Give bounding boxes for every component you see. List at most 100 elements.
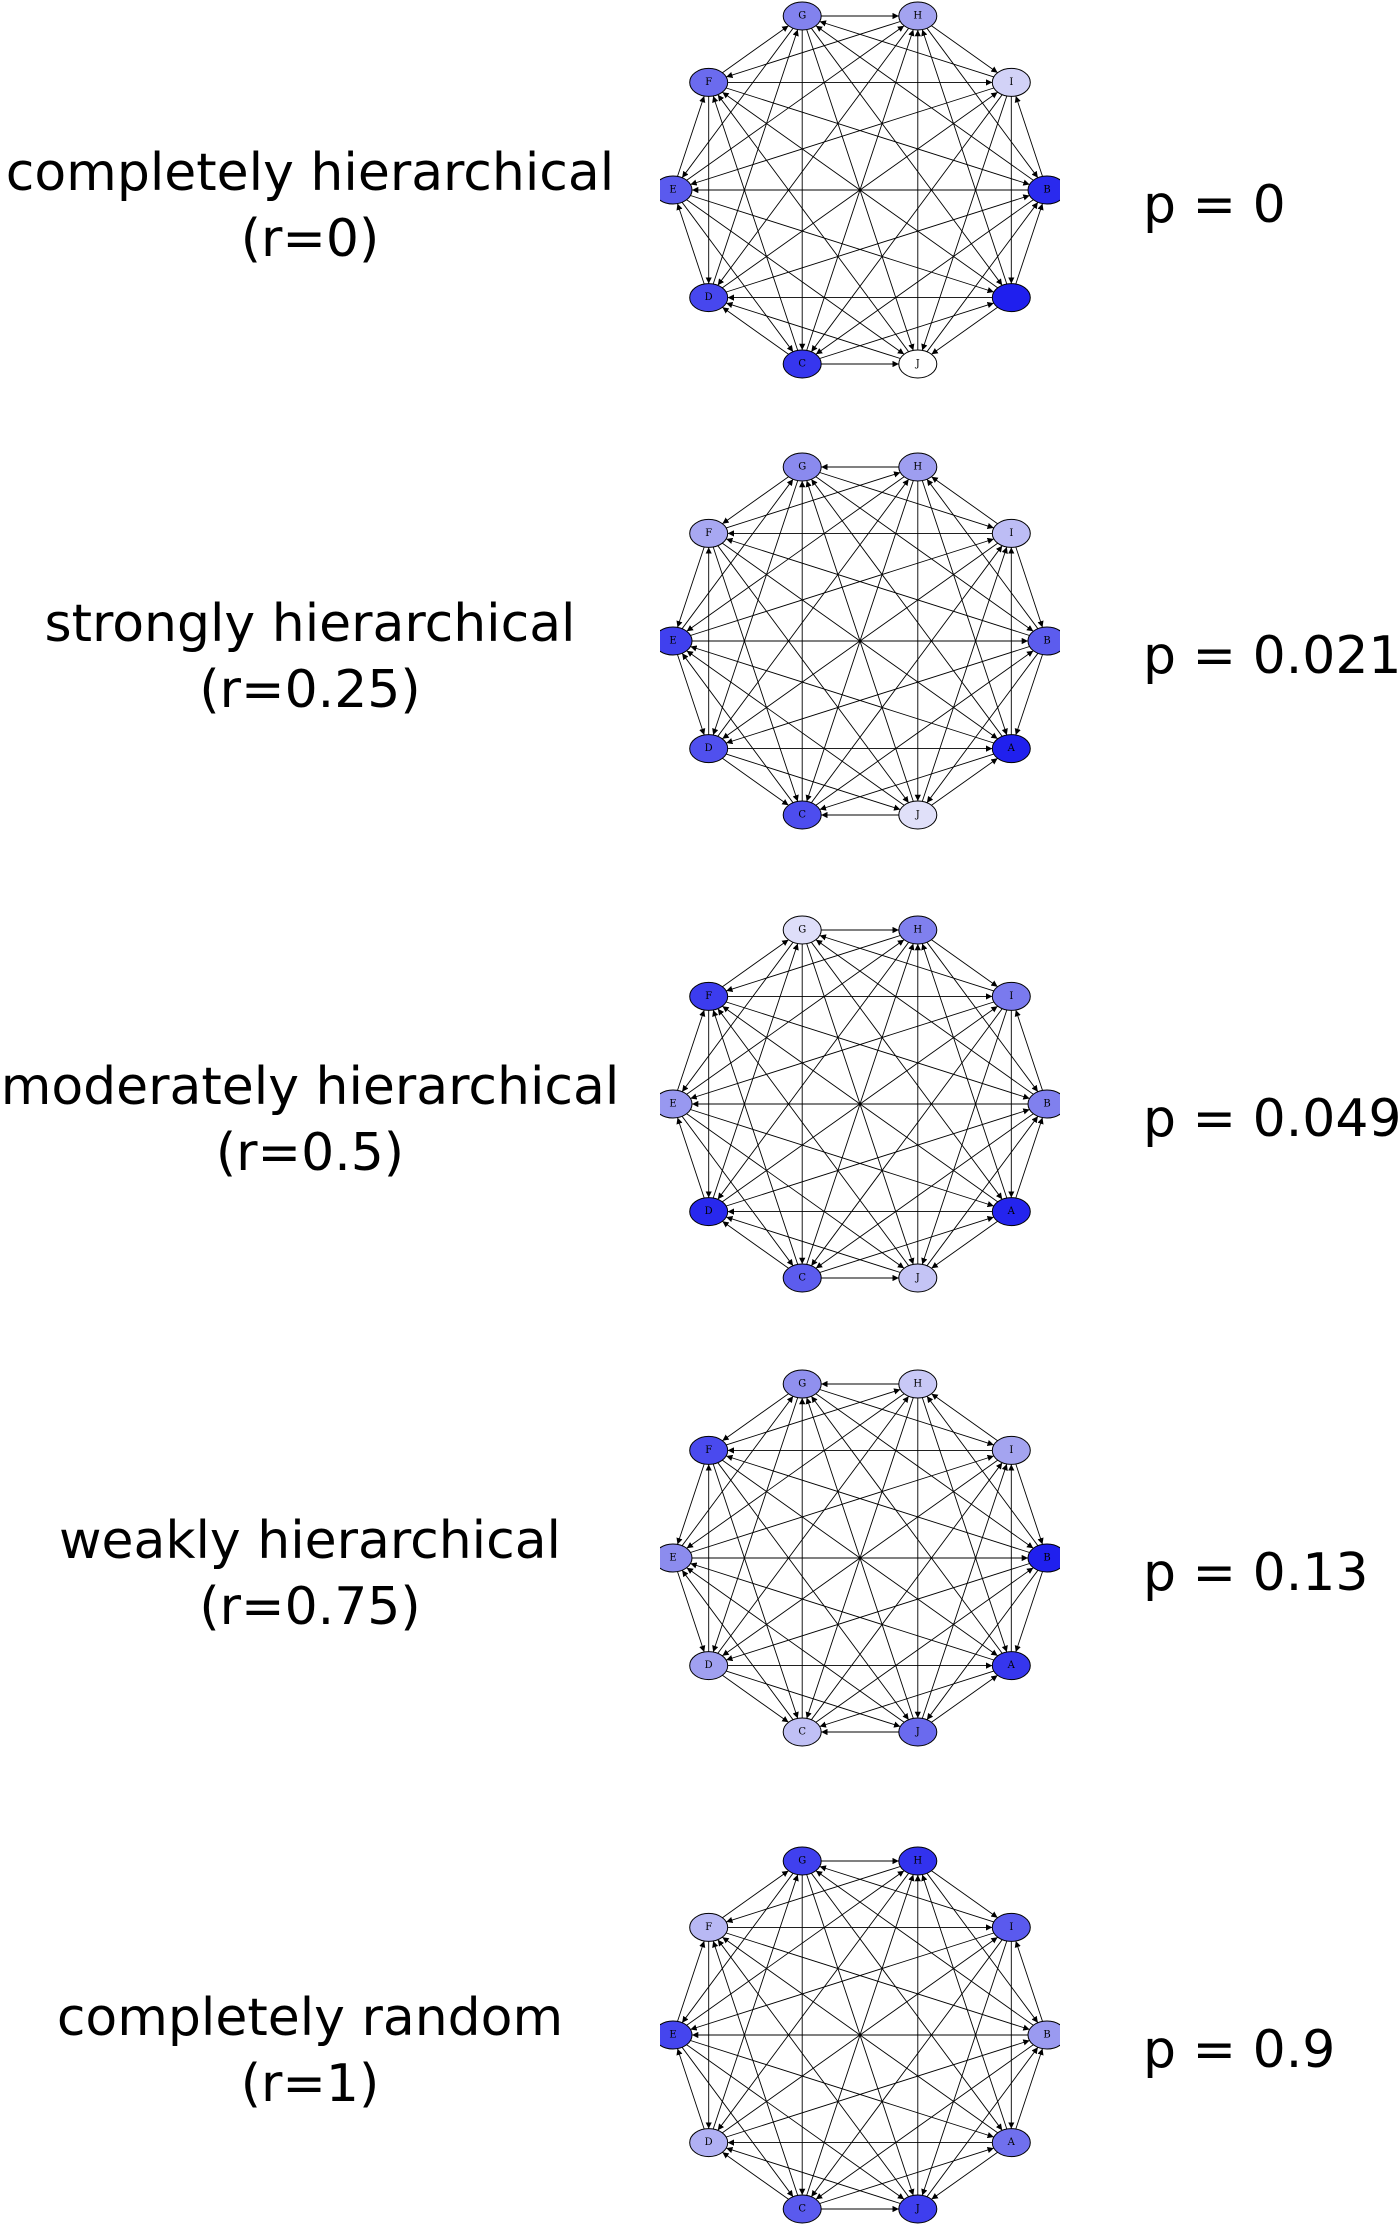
node-A: A: [991, 734, 1031, 764]
edge-I-G: [819, 20, 994, 78]
edge-H-I: [931, 25, 998, 74]
node-F: F: [689, 67, 729, 97]
edge-E-G: [681, 478, 794, 629]
node-F: F: [689, 1435, 729, 1465]
edge-I-C: [810, 94, 1003, 353]
p-value: p = 0.13: [1143, 1543, 1369, 1603]
edge-A-J: [931, 1220, 998, 1269]
edge-D-H: [717, 1395, 910, 1654]
edge-J-I: [921, 1463, 1008, 1719]
node-label: F: [705, 1922, 712, 1933]
node-label: H: [913, 462, 922, 473]
edge-I-J: [921, 1940, 1008, 2196]
node-label: B: [1043, 1099, 1050, 1110]
node-H: H: [898, 1846, 938, 1876]
node-label: G: [798, 1856, 806, 1867]
edge-H-D: [717, 1872, 910, 2131]
node-A: A: [991, 2128, 1031, 2158]
node-label: A: [1007, 1206, 1016, 1217]
node-B: B: [1027, 2020, 1060, 2050]
node-label: D: [705, 1660, 713, 1671]
node-label: G: [798, 925, 806, 936]
edge-J-B: [926, 2047, 1039, 2198]
node-D: D: [689, 2128, 729, 2158]
node-C: C: [782, 349, 822, 379]
edge-H-D: [717, 27, 910, 286]
edge-group: [676, 1857, 1044, 2213]
edge-G-F: [722, 1393, 789, 1442]
edge-J-A: [931, 757, 998, 806]
p-value: p = 0.049: [1143, 1089, 1400, 1149]
edge-H-A: [921, 480, 1008, 736]
node-label: J: [915, 1727, 920, 1738]
node-label: F: [705, 77, 712, 88]
node-D: D: [689, 1197, 729, 1227]
node-D: D: [689, 734, 729, 764]
edge-G-B: [815, 1393, 1034, 1549]
edge-D-C: [722, 1674, 789, 1723]
edge-H-A: [921, 1397, 1008, 1653]
edge-J-D: [726, 2147, 901, 2204]
edge-I-H: [931, 476, 998, 525]
node-C: C: [782, 1717, 822, 1747]
edge-G-J: [806, 1874, 915, 2196]
node-I: I: [991, 1435, 1031, 1465]
edge-H-E: [686, 476, 905, 632]
node-A: A: [991, 1651, 1031, 1681]
node-F: F: [689, 981, 729, 1011]
node-label: E: [669, 2030, 676, 2041]
edge-J-B: [926, 1116, 1039, 1267]
edge-E-J: [686, 2044, 905, 2200]
edge-E-J: [686, 199, 905, 355]
edge-B-I: [1014, 95, 1043, 177]
edge-F-E: [676, 546, 705, 628]
node-label: H: [913, 1379, 922, 1390]
edge-E-H: [686, 1870, 905, 2026]
edge-A-B: [1015, 2048, 1044, 2130]
panel-label: moderately hierarchical (r=0.5): [0, 1054, 620, 1186]
edge-F-G: [722, 939, 789, 988]
node-label: D: [705, 743, 713, 754]
node-H: H: [898, 915, 938, 945]
node-F: F: [689, 518, 729, 548]
node-label: H: [913, 11, 922, 22]
edge-E-J: [686, 1113, 905, 1269]
edge-I-C: [810, 1939, 1003, 2198]
node-label: C: [798, 2204, 806, 2215]
edge-E-G: [681, 1395, 794, 1546]
edge-C-F: [712, 95, 799, 351]
panel-label: completely hierarchical (r=0): [0, 140, 620, 272]
edge-E-D: [677, 1571, 706, 1653]
node-label: A: [1007, 743, 1016, 754]
node-H: H: [898, 452, 938, 482]
edge-D-G: [712, 1874, 799, 2130]
edge-C-B: [815, 1567, 1034, 1723]
edge-B-A: [1014, 654, 1043, 736]
edge-I-H: [931, 1393, 998, 1442]
edge-B-J: [926, 653, 1039, 804]
edge-C-D: [722, 2151, 789, 2200]
node-label: I: [1009, 991, 1013, 1002]
edge-G-D: [712, 480, 799, 736]
node-label: C: [798, 1273, 806, 1284]
edge-H-I: [931, 1870, 998, 1919]
node-label: C: [798, 359, 806, 370]
edge-G-E: [681, 941, 794, 1092]
edge-G-E: [681, 1872, 794, 2023]
edge-J-A: [931, 1674, 998, 1723]
node-G: G: [782, 1, 822, 31]
edge-B-G: [815, 25, 1034, 181]
edge-group: [676, 12, 1044, 368]
edge-B-C: [815, 1113, 1034, 1269]
edge-E-H: [686, 939, 905, 1095]
label-line-2: (r=0): [240, 209, 380, 269]
edge-C-D: [722, 1220, 789, 1269]
node-G: G: [782, 1369, 822, 1399]
node-C: C: [782, 800, 822, 830]
edge-G-J: [806, 29, 915, 351]
edge-F-J: [717, 1462, 910, 1721]
